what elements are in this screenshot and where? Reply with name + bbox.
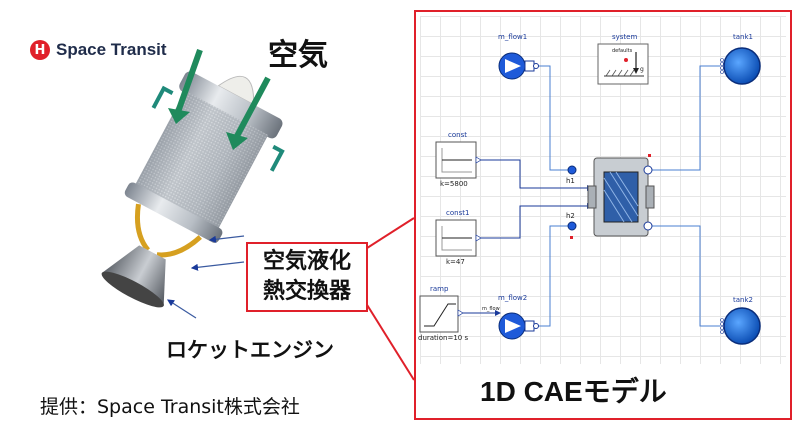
intake-ring: [179, 71, 283, 139]
heat-exchanger-block[interactable]: [567, 154, 655, 239]
credit-text: 提供：Space Transit株式会社: [40, 396, 300, 418]
const1-label: const1: [446, 209, 470, 217]
air-label: 空気: [268, 38, 328, 73]
m-flow1-label: m_flow1: [498, 33, 528, 41]
ramp-block[interactable]: [419, 295, 464, 333]
h1-label: h1: [566, 177, 575, 185]
m-flow2-block[interactable]: [498, 312, 539, 340]
const1-value: k=47: [446, 258, 465, 266]
m-flow2-label: m_flow2: [498, 294, 528, 302]
const-value: k=5800: [440, 180, 468, 188]
ramp-label: ramp: [430, 285, 449, 293]
ramp-duration: duration=10 s: [418, 334, 469, 342]
const-block[interactable]: [435, 141, 482, 179]
tank1-block[interactable]: [720, 47, 761, 85]
logo-text: Space Transit: [56, 40, 167, 59]
const-label: const: [448, 131, 467, 139]
tank2-block[interactable]: [720, 307, 761, 345]
heat-exchanger-label-line2: 熱交換器: [262, 279, 351, 304]
m-flow1-block[interactable]: [498, 52, 539, 80]
cae-model-frame: [414, 10, 792, 420]
const1-block[interactable]: [435, 219, 482, 257]
callout-connector: [363, 217, 415, 251]
tank1-label: tank1: [733, 33, 753, 41]
heat-exchanger-label-line1: 空気液化: [262, 249, 351, 274]
lower-ring: [124, 182, 223, 243]
air-inflow-arrows: [168, 48, 271, 150]
heat-exchanger-label: 空気液化 熱交換器: [246, 242, 368, 312]
m-flow2-port-label: m_flow: [482, 306, 500, 312]
logo-badge-icon: H: [30, 40, 50, 60]
system-label: system: [612, 33, 638, 41]
tank2-label: tank2: [733, 296, 753, 304]
system-block[interactable]: [597, 43, 649, 85]
system-g-label: g: [640, 66, 644, 73]
company-logo: H Space Transit: [30, 40, 167, 60]
model-connections: [535, 65, 720, 327]
system-defaults-label: defaults: [612, 48, 633, 54]
h2-label: h2: [566, 212, 575, 220]
rocket-engine-illustration: [101, 71, 285, 308]
engine-label: ロケットエンジン: [166, 338, 334, 362]
cae-model-title: 1D CAEモデル: [480, 376, 667, 407]
fuel-piping: [134, 203, 202, 258]
